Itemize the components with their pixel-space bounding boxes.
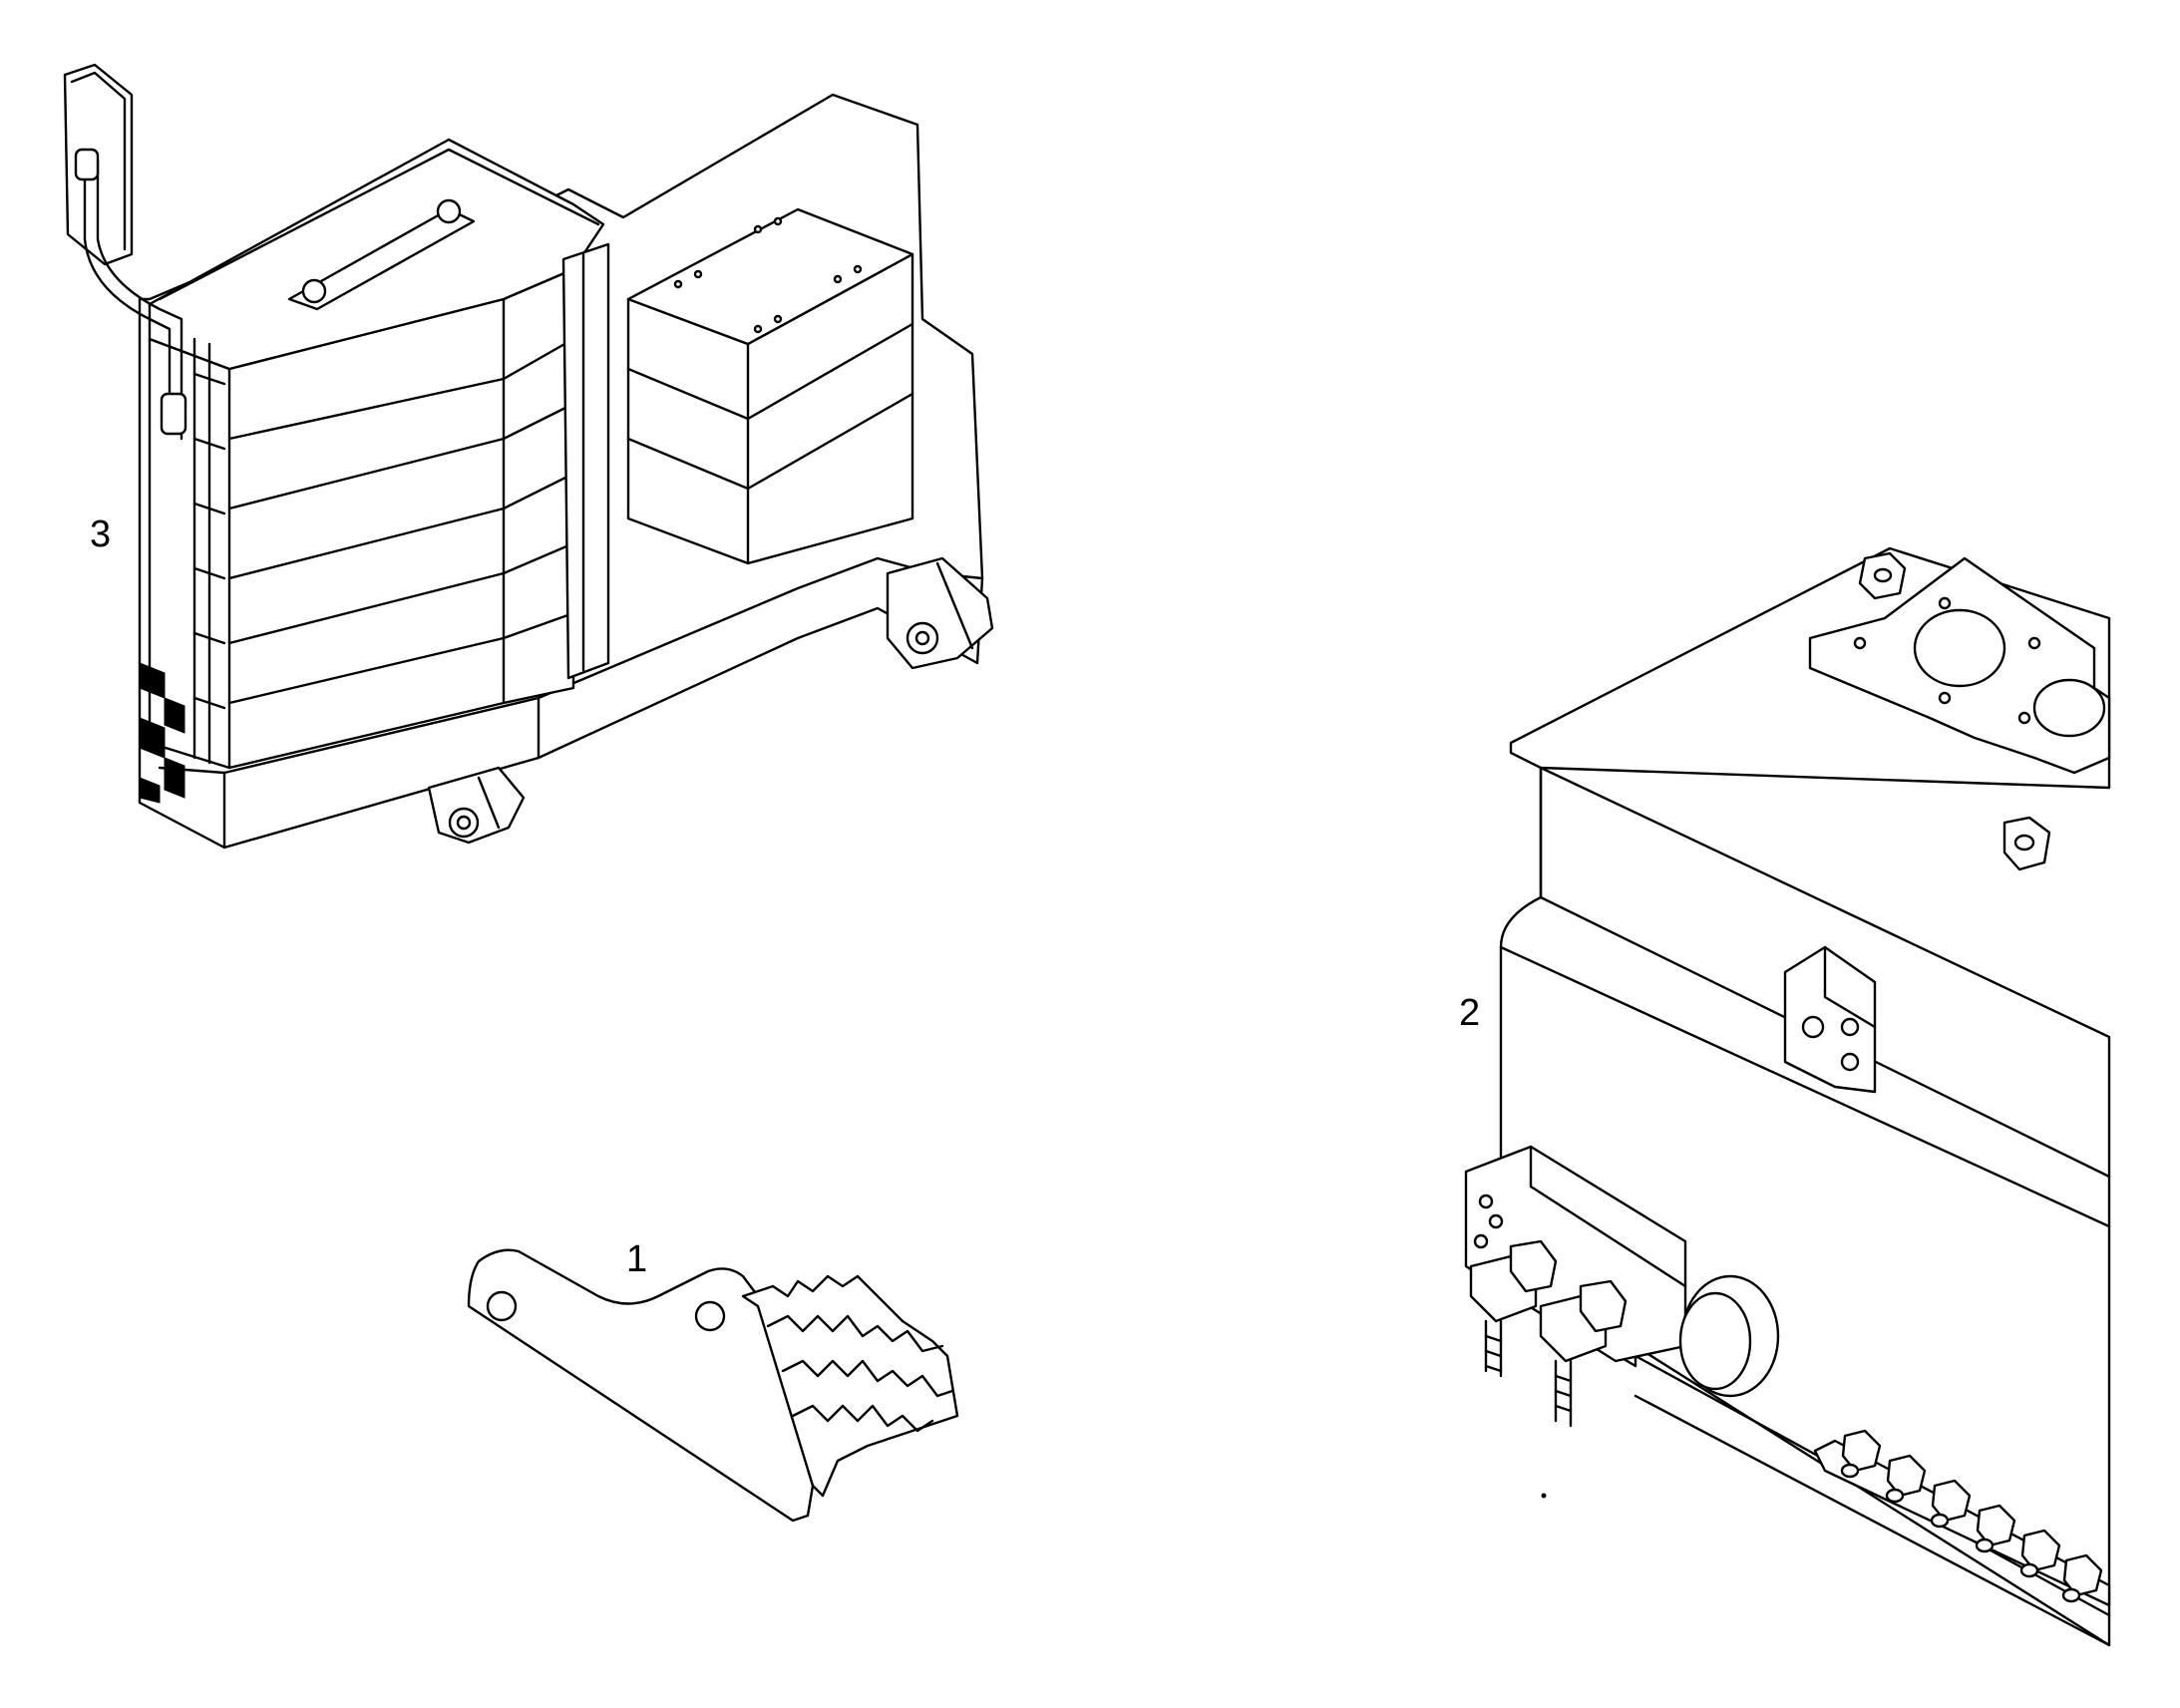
- fitting-nipple-icon: [1975, 1504, 2016, 1553]
- bolt-head: [301, 278, 327, 304]
- callout-3: 3: [90, 513, 111, 555]
- lifting-bar: [287, 207, 476, 311]
- fitting-nipple-icon: [2061, 1553, 2103, 1603]
- flange-opening: [1913, 608, 2006, 688]
- mounting-hole: [694, 1300, 726, 1332]
- fitting-nipple-icon: [1930, 1479, 1972, 1529]
- bolt-head: [436, 198, 462, 224]
- counterweight-assembly: [63, 63, 994, 850]
- fitting-nipple-icon: [1840, 1429, 1882, 1479]
- hex-nut-icon: [1858, 551, 1907, 600]
- hazard-stripes: [139, 662, 185, 804]
- manifold-rail: [1813, 1429, 2111, 1607]
- flange-opening: [2032, 678, 2106, 738]
- callout-2: 2: [1459, 992, 1480, 1034]
- callout-1: 1: [626, 1238, 647, 1280]
- hydraulic-fitting-icon: [1539, 1279, 1628, 1428]
- side-rail: [561, 242, 610, 680]
- mounting-hole: [486, 1290, 518, 1322]
- hex-nut-icon: [2002, 816, 2051, 871]
- lower-clevis: [427, 766, 526, 845]
- tank-assembly: [1464, 546, 2111, 1647]
- valve-block: [1464, 1145, 1687, 1363]
- fitting-nipple-icon: [1885, 1454, 1927, 1504]
- step-bracket: [467, 1248, 959, 1523]
- stray-dot: [1541, 1493, 1547, 1499]
- ladder: [192, 337, 226, 765]
- fitting-nipple-icon: [2019, 1529, 2061, 1578]
- step-tread: [741, 1274, 959, 1498]
- sight-gauge-icon: [1678, 1274, 1780, 1398]
- mirror-icon: [63, 63, 187, 441]
- right-clevis: [886, 556, 994, 670]
- bracket-plate: [467, 1248, 815, 1523]
- mounting-block: [1783, 945, 1877, 1094]
- hydraulic-fitting-icon: [1469, 1239, 1558, 1378]
